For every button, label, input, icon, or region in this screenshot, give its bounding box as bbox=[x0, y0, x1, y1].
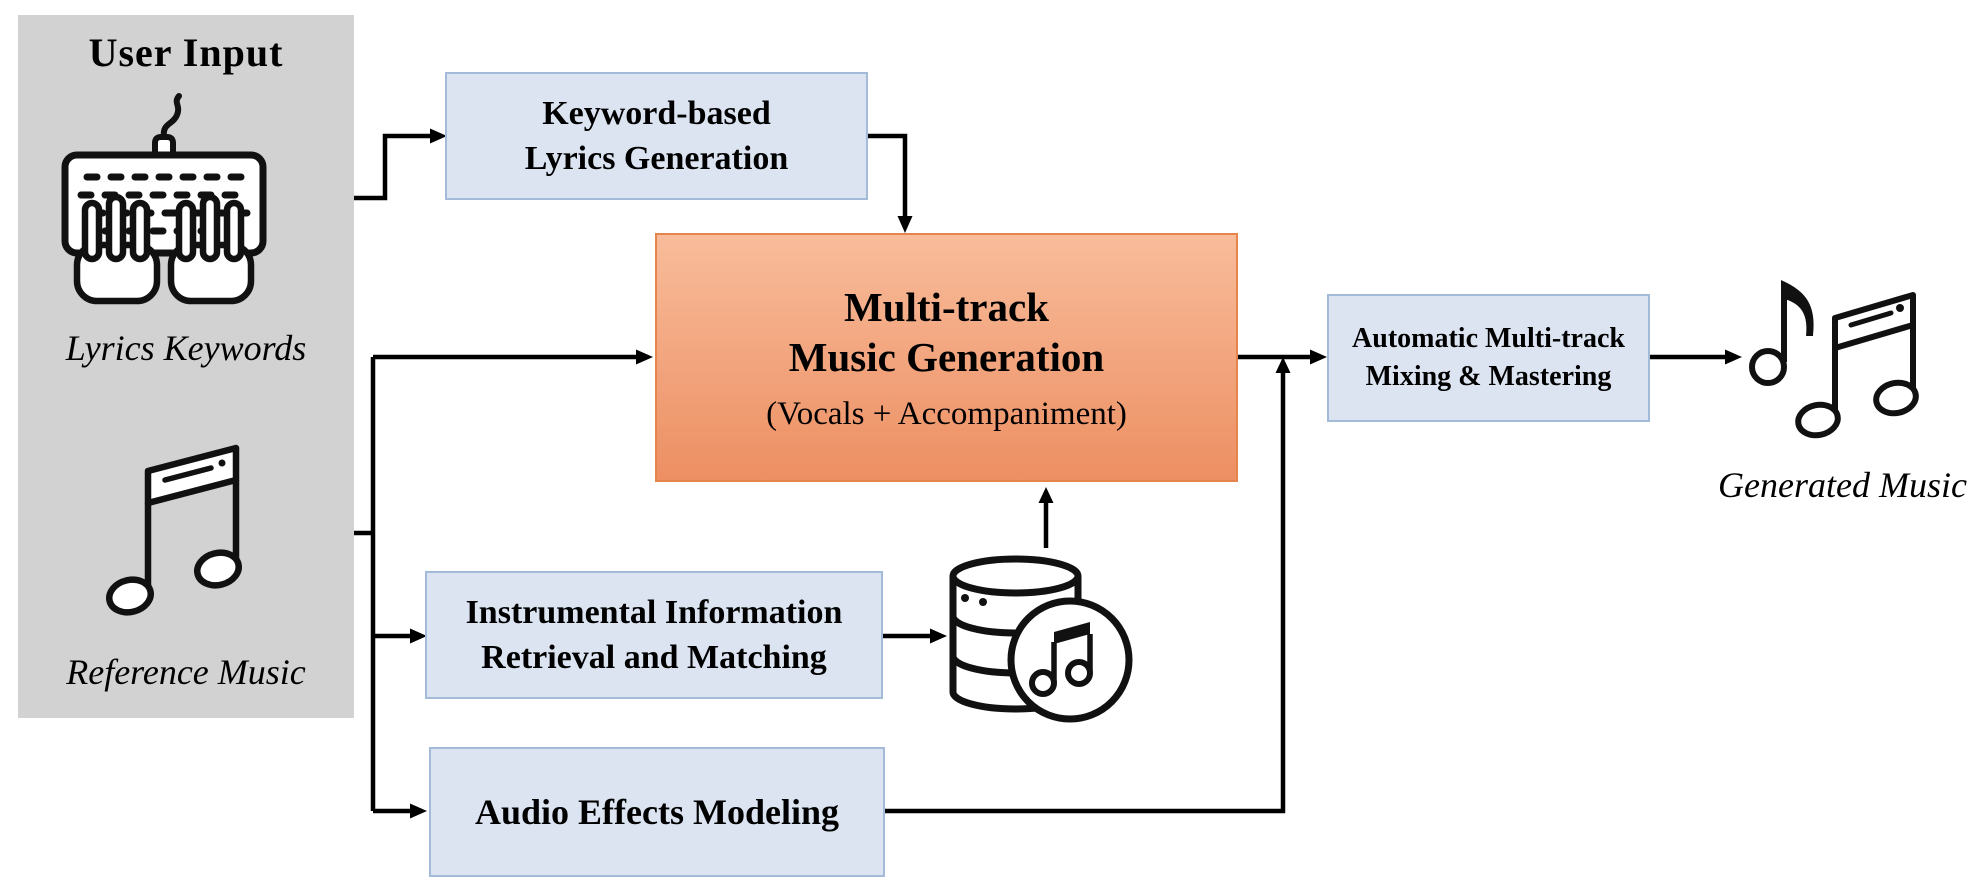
connector-trunk-to-instrumental bbox=[373, 628, 427, 644]
connector-database-to-multitrack bbox=[1038, 487, 1054, 548]
node-audio-effects-modeling: Audio Effects Modeling bbox=[429, 747, 885, 877]
connector-instrumental-to-database bbox=[883, 628, 947, 644]
node-label-line: Audio Effects Modeling bbox=[475, 791, 839, 832]
right-hand bbox=[167, 193, 255, 305]
music-note-icon bbox=[106, 444, 242, 616]
node-instrumental-retrieval: Instrumental Information Retrieval and M… bbox=[425, 571, 883, 699]
node-subtitle: (Vocals + Accompaniment) bbox=[766, 396, 1127, 433]
connector-mixing-to-output bbox=[1650, 349, 1742, 365]
node-label-line: Instrumental Information bbox=[465, 593, 843, 631]
panel-title: User Input bbox=[88, 30, 284, 75]
node-label-line: Retrieval and Matching bbox=[481, 639, 827, 676]
connector-multitrack-to-mixing bbox=[1238, 349, 1327, 365]
generated-music-caption: Generated Music bbox=[1718, 465, 1967, 505]
node-label-line: Music Generation bbox=[788, 334, 1105, 381]
user-input-panel: User Input Ly bbox=[18, 15, 354, 718]
music-database-icon bbox=[949, 555, 1133, 723]
node-label-line: Multi-track bbox=[844, 284, 1049, 331]
left-hand bbox=[73, 193, 161, 305]
connector-trunk-to-audio-effects bbox=[373, 803, 427, 819]
connector-audio-effects-to-mixing bbox=[885, 357, 1291, 814]
node-multitrack-music-generation: Multi-track Music Generation (Vocals + A… bbox=[655, 233, 1238, 482]
node-label-line: Keyword-based bbox=[542, 94, 771, 132]
node-label-line: Automatic Multi-track bbox=[1352, 323, 1625, 355]
node-keyword-lyrics-generation: Keyword-based Lyrics Generation bbox=[445, 72, 868, 200]
connector-trunk-to-multitrack bbox=[373, 349, 653, 365]
node-label-line: Mixing & Mastering bbox=[1365, 361, 1612, 392]
music-notes-icon bbox=[1749, 280, 1919, 439]
node-mixing-mastering: Automatic Multi-track Mixing & Mastering bbox=[1327, 294, 1650, 422]
node-label-line: Lyrics Generation bbox=[524, 140, 789, 177]
reference-music-caption: Reference Music bbox=[66, 652, 306, 692]
connector-lyrics-generation-to-multitrack bbox=[868, 133, 913, 233]
lyrics-keywords-caption: Lyrics Keywords bbox=[65, 328, 307, 368]
keyboard-icon bbox=[61, 93, 267, 305]
